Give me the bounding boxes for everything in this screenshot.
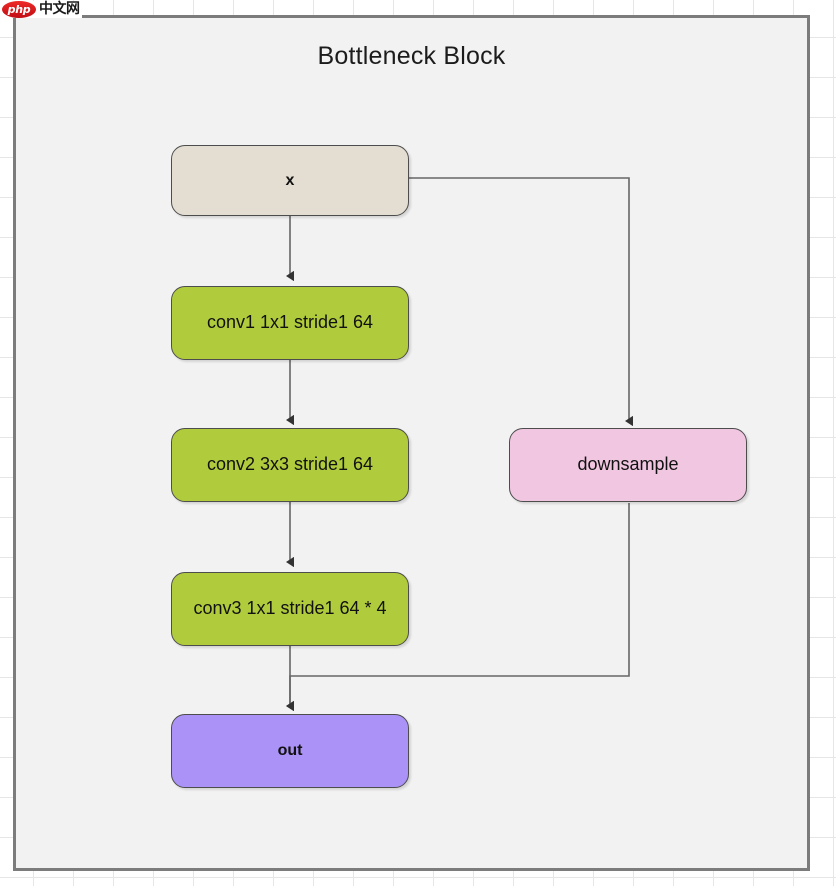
- node-x-label: x: [285, 171, 295, 189]
- node-conv3[interactable]: conv3 1x1 stride1 64 * 4: [171, 572, 409, 646]
- node-conv3-label: conv3 1x1 stride1 64 * 4: [193, 598, 387, 619]
- node-conv1-label: conv1 1x1 stride1 64: [206, 312, 374, 333]
- node-conv2[interactable]: conv2 3x3 stride1 64: [171, 428, 409, 502]
- node-conv1[interactable]: conv1 1x1 stride1 64: [171, 286, 409, 360]
- node-downsample[interactable]: downsample: [509, 428, 747, 502]
- watermark-site-label: 中文网: [39, 1, 80, 17]
- node-conv2-label: conv2 3x3 stride1 64: [206, 454, 374, 475]
- diagram-title: Bottleneck Block: [317, 42, 506, 70]
- node-x[interactable]: x: [171, 145, 409, 216]
- node-out[interactable]: out: [171, 714, 409, 788]
- watermark: php 中文网: [2, 1, 82, 18]
- php-logo-icon: php: [2, 1, 36, 18]
- node-downsample-label: downsample: [577, 454, 679, 475]
- node-out-label: out: [277, 742, 303, 760]
